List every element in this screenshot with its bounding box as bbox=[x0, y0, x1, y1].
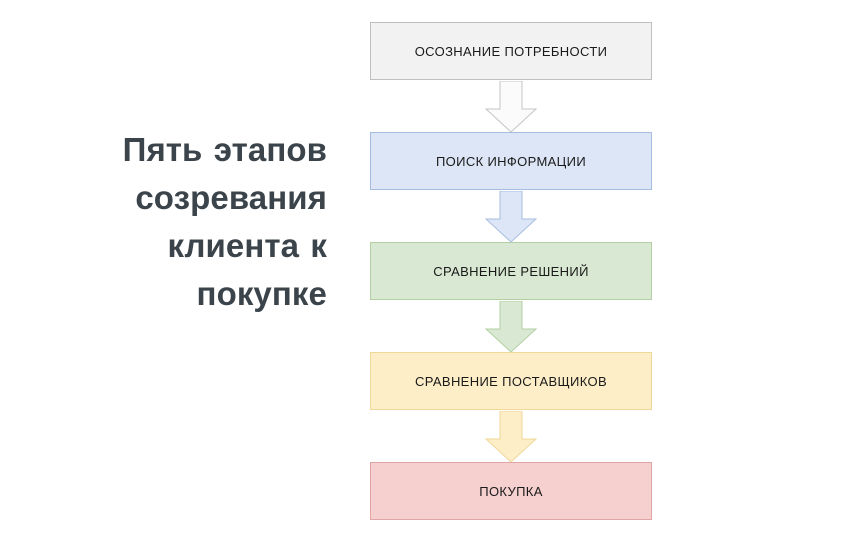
flow-stage-label: СРАВНЕНИЕ РЕШЕНИЙ bbox=[433, 263, 589, 279]
flow-stage-awareness[interactable]: ОСОЗНАНИЕ ПОТРЕБНОСТИ bbox=[370, 22, 652, 133]
connector-arrow-down-1 bbox=[485, 81, 537, 133]
connector-arrow-down-2 bbox=[485, 191, 537, 243]
flow-stage-label: ОСОЗНАНИЕ ПОТРЕБНОСТИ bbox=[414, 43, 608, 59]
flow-stage-solution-comparison[interactable]: СРАВНЕНИЕ РЕШЕНИЙ bbox=[370, 242, 652, 353]
connector-arrow-down-3 bbox=[485, 301, 537, 353]
flow-stage-vendor-comparison[interactable]: СРАВНЕНИЕ ПОСТАВЩИКОВ bbox=[370, 352, 652, 463]
flow-stage-information-search[interactable]: ПОИСК ИНФОРМАЦИИ bbox=[370, 132, 652, 243]
flow-stage-label: СРАВНЕНИЕ ПОСТАВЩИКОВ bbox=[415, 373, 607, 389]
connector-arrow-down-4 bbox=[485, 411, 537, 463]
flow-stage-purchase[interactable]: ПОКУПКА bbox=[370, 462, 652, 520]
flow-stage-label: ПОИСК ИНФОРМАЦИИ bbox=[435, 153, 587, 169]
flowchart: ОСОЗНАНИЕ ПОТРЕБНОСТИ ПОИСК ИНФОРМАЦИИ С… bbox=[370, 22, 652, 520]
flow-stage-label: ПОКУПКА bbox=[479, 483, 543, 499]
page-title: Пять этапов созревания клиента к покупке bbox=[122, 131, 327, 312]
